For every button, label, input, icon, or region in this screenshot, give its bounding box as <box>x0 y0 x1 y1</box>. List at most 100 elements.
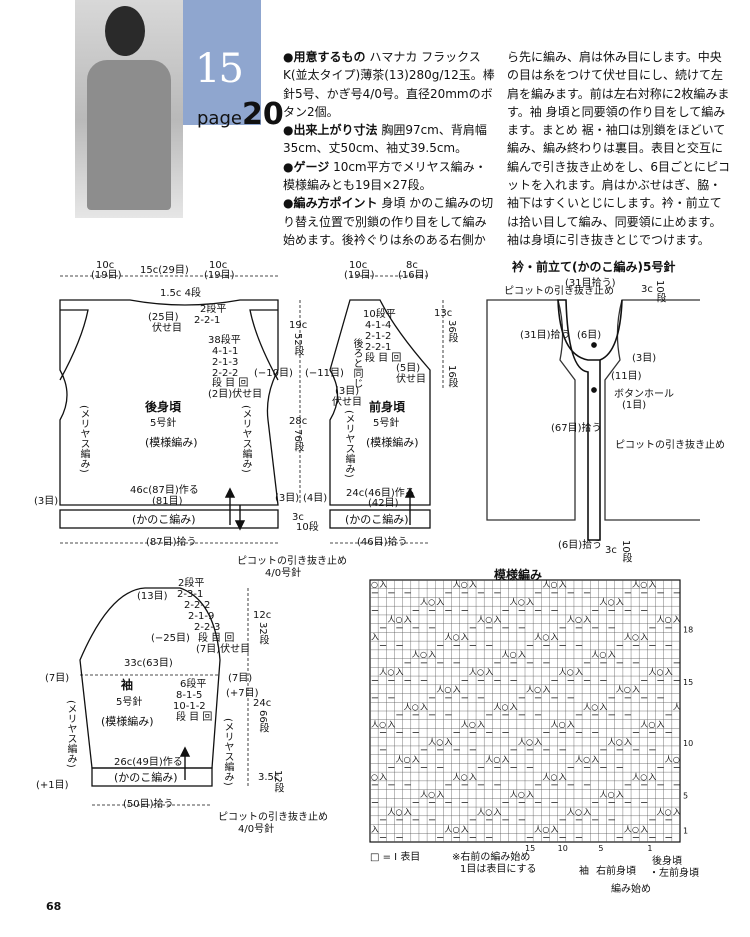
chart-stitch-symbol: ○ <box>575 615 582 624</box>
chart-stitch-symbol: 入 <box>493 615 501 624</box>
chart-stitch-symbol: 人 <box>453 580 461 589</box>
chart-stitch-symbol: 入 <box>387 720 395 729</box>
chart-stitch-symbol: ー <box>608 694 616 703</box>
chart-stitch-symbol: ー <box>591 799 599 808</box>
chart-stitch-symbol: 入 <box>379 580 387 589</box>
chart-stitch-symbol: 入 <box>404 807 412 816</box>
chart-stitch-symbol: ー <box>583 589 591 598</box>
chart-stitch-symbol: ー <box>412 711 420 720</box>
chart-stitch-symbol: ー <box>542 659 550 668</box>
chart-stitch-symbol: ー <box>436 834 444 843</box>
chart-stitch-symbol: ○ <box>493 755 500 764</box>
model-head <box>105 6 145 56</box>
chart-stitch-symbol: ー <box>608 799 616 808</box>
chart-stitch-symbol: 入 <box>502 755 510 764</box>
chart-stitch-symbol: ー <box>387 764 395 773</box>
chart-stitch-symbol: ー <box>510 676 518 685</box>
chart-stitch-symbol: ー <box>502 606 510 615</box>
chart-stitch-symbol: ー <box>371 606 379 615</box>
chart-stitch-symbol: ー <box>640 781 648 790</box>
chart-stitch-symbol: ー <box>632 729 640 738</box>
chart-stitch-symbol: ー <box>648 624 656 633</box>
chart-stitch-symbol: ー <box>608 624 616 633</box>
chart-stitch-symbol: ー <box>648 816 656 825</box>
chart-stitch-symbol: 入 <box>640 825 648 834</box>
chart-stitch-symbol: 入 <box>567 720 575 729</box>
chart-stitch-symbol: ー <box>673 589 681 598</box>
chart-stitch-symbol: ー <box>665 641 673 650</box>
chart-stitch-symbol: 入 <box>608 650 616 659</box>
chart-stitch-symbol: ○ <box>632 825 639 834</box>
chart-stitch-symbol: 入 <box>559 772 567 781</box>
back-cast-on-st: (81目) <box>152 496 183 507</box>
chart-stitch-symbol: ○ <box>534 685 541 694</box>
chart-stitch-symbol: ー <box>510 746 518 755</box>
chart-stitch-symbol: 人 <box>477 615 485 624</box>
chart-stitch-symbol: ー <box>583 781 591 790</box>
chart-stitch-symbol: ー <box>591 606 599 615</box>
chart-stitch-symbol: 入 <box>371 825 379 834</box>
chart-stitch-symbol: ○ <box>518 790 525 799</box>
chart-stitch-symbol: ー <box>550 606 558 615</box>
chart-stitch-symbol: ー <box>371 676 379 685</box>
chart-stitch-symbol: ○ <box>583 755 590 764</box>
chart-stitch-symbol: ー <box>428 711 436 720</box>
chart-stitch-symbol: ー <box>444 799 452 808</box>
chart-stitch-symbol: ○ <box>387 668 394 677</box>
chart-stitch-symbol: ー <box>550 781 558 790</box>
chart-stitch-symbol: ー <box>379 624 387 633</box>
chart-stitch-symbol: ー <box>534 799 542 808</box>
chart-stitch-symbol: ○ <box>575 807 582 816</box>
chart-stitch-symbol: 入 <box>657 720 665 729</box>
chart-stitch-symbol: 人 <box>567 807 575 816</box>
chart-stitch-symbol: ー <box>559 729 567 738</box>
chart-stitch-symbol: ○ <box>673 755 680 764</box>
chart-stitch-symbol: 人 <box>657 807 665 816</box>
chart-stitch-symbol: ー <box>461 606 469 615</box>
chart-stitch-symbol: 人 <box>648 668 656 677</box>
chart-stitch-symbol: ー <box>575 641 583 650</box>
sleeve-outline <box>79 587 221 769</box>
chart-stitch-symbol: ー <box>485 729 493 738</box>
chart-stitch-symbol: ー <box>404 676 412 685</box>
chart-stitch-symbol: 入 <box>599 703 607 712</box>
chart-stitch-symbol: 入 <box>575 668 583 677</box>
chart-stitch-symbol: ー <box>436 746 444 755</box>
chart-stitch-symbol: 人 <box>599 790 607 799</box>
chart-stitch-symbol: ー <box>428 624 436 633</box>
chart-stitch-symbol: ○ <box>395 807 402 816</box>
chart-stitch-symbol: 入 <box>469 772 477 781</box>
chart-stitch-symbol: 入 <box>485 668 493 677</box>
chart-stitch-symbol: ー <box>379 834 387 843</box>
chart-stitch-symbol: ○ <box>559 720 566 729</box>
chart-stitch-symbol: ー <box>404 764 412 773</box>
chart-stitch-symbol: ー <box>575 816 583 825</box>
chart-stitch-symbol: 入 <box>616 790 624 799</box>
chart-stitch-symbol: ー <box>567 589 575 598</box>
chart-stitch-symbol: 入 <box>640 633 648 642</box>
chart-stitch-symbol: ー <box>559 624 567 633</box>
back-top-left-cm: 10c <box>96 260 115 271</box>
chart-stitch-symbol: ー <box>632 659 640 668</box>
chart-stitch-symbol: 人 <box>420 790 428 799</box>
chart-stitch-symbol: ー <box>453 641 461 650</box>
chart-stitch-symbol: 人 <box>534 825 542 834</box>
chart-stitch-symbol: ー <box>493 589 501 598</box>
chart-stitch-symbol: ー <box>518 816 526 825</box>
chart-row-label: 18 <box>683 625 693 634</box>
chart-stitch-symbol: ○ <box>510 650 517 659</box>
collar-band <box>557 299 601 541</box>
chart-row-label: 10 <box>683 739 693 748</box>
chart-stitch-symbol: ー <box>404 659 412 668</box>
front-hem-outline <box>329 509 431 529</box>
chart-stitch-symbol: ー <box>493 781 501 790</box>
chart-stitch-symbol: ー <box>461 781 469 790</box>
chart-stitch-symbol: ○ <box>461 580 468 589</box>
chart-stitch-symbol: ー <box>657 694 665 703</box>
chart-stitch-symbol: 入 <box>379 772 387 781</box>
chart-stitch-symbol: ー <box>591 624 599 633</box>
chart-stitch-symbol: ○ <box>640 580 647 589</box>
chart-stitch-symbol: 入 <box>477 720 485 729</box>
chart-stitch-symbol: ー <box>420 659 428 668</box>
chart-stitch-symbol: 人 <box>542 772 550 781</box>
